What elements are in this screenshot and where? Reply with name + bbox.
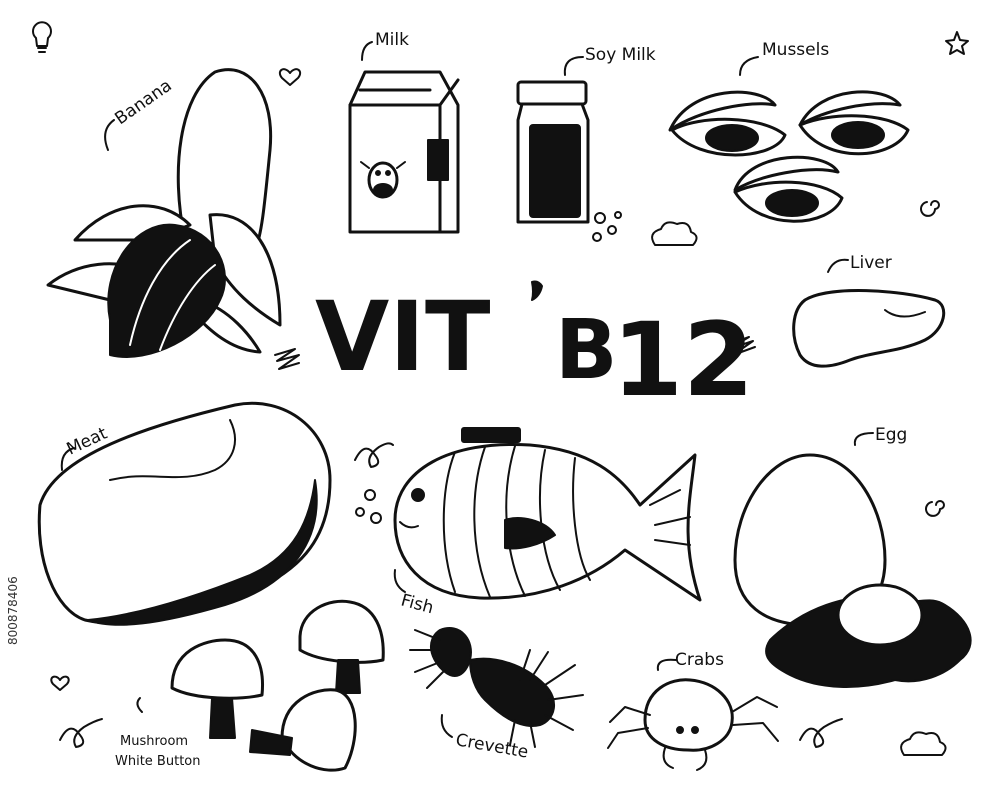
milk-carton-drawing — [348, 70, 460, 234]
spiral-icon-2 — [925, 500, 945, 517]
swirl-doodle-3 — [799, 718, 843, 748]
egg-leader — [853, 432, 874, 446]
heart-icon-2 — [50, 675, 70, 691]
title-number: 12 — [612, 301, 754, 420]
milk-label: Milk — [375, 30, 409, 50]
scribble-doodle — [274, 348, 300, 370]
title-prefix: VIT — [315, 281, 491, 393]
egg-drawing — [733, 453, 972, 688]
mushroom-label-line1: Mushroom — [120, 734, 188, 749]
soy-milk-leader — [563, 56, 584, 76]
star-icon — [945, 31, 969, 55]
title-letter: B — [555, 303, 618, 398]
fish-leader — [393, 569, 406, 593]
mussels-drawing — [668, 90, 910, 223]
scribble-doodle-2 — [726, 336, 756, 356]
lightbulb-icon — [32, 21, 52, 53]
mushrooms-drawing — [170, 599, 385, 772]
mushroom-leader — [136, 697, 143, 713]
liver-label: Liver — [850, 253, 892, 273]
egg-label: Egg — [875, 425, 907, 445]
banana-label: Banana — [111, 76, 175, 129]
crabs-label: Crabs — [675, 650, 724, 670]
soy-milk-label: Soy Milk — [585, 45, 656, 65]
banana-drawing — [46, 68, 282, 358]
crabs-leader — [656, 658, 677, 671]
liver-leader — [827, 258, 849, 273]
milk-leader — [361, 41, 373, 61]
mushroom-label-line2: White Button — [115, 754, 200, 769]
heart-icon — [278, 68, 302, 86]
crevette-label: Crevette — [454, 730, 530, 762]
swirl-doodle — [354, 442, 394, 468]
crab-drawing — [607, 678, 779, 771]
title-apostrophe — [531, 280, 543, 301]
swirl-doodle-2 — [59, 718, 103, 748]
crevette-leader — [440, 714, 453, 738]
fish-label: Fish — [399, 591, 436, 619]
cloud-icon-2 — [900, 731, 947, 756]
cloud-icon — [651, 221, 698, 246]
banana-leader — [104, 119, 115, 151]
meat-drawing — [37, 401, 332, 626]
fish-drawing — [355, 427, 702, 602]
page-title: VIT B 12 — [315, 280, 754, 420]
crevette-drawing — [409, 627, 584, 748]
liver-drawing — [792, 289, 946, 368]
mussels-leader — [739, 56, 759, 76]
stock-id-watermark: 800878406 — [6, 576, 20, 645]
spiral-icon — [920, 200, 940, 217]
meat-leader — [60, 447, 75, 471]
mussels-label: Mussels — [762, 40, 829, 60]
soy-milk-bottle-drawing — [516, 80, 622, 242]
cow-face-icon — [360, 161, 406, 199]
